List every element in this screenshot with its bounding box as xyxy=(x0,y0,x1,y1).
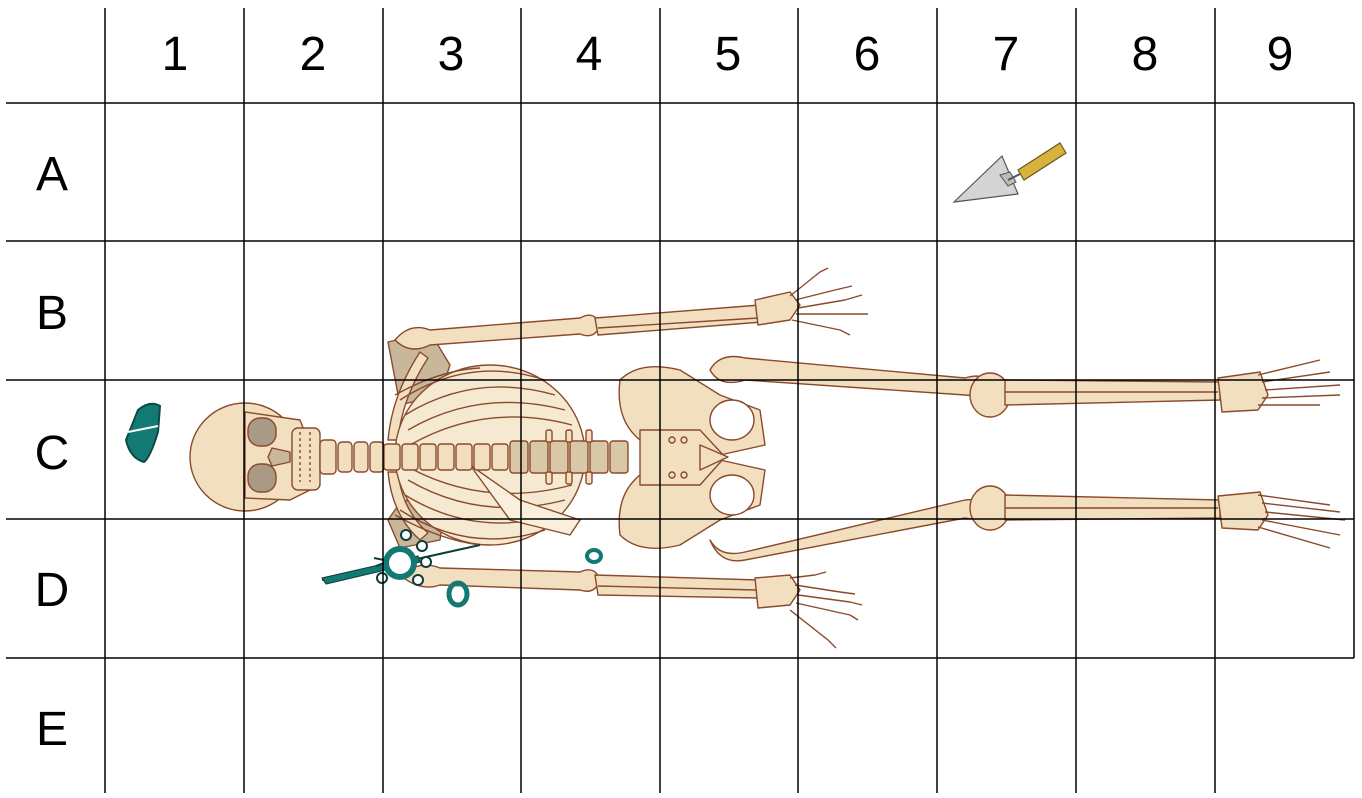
neck-vertebrae xyxy=(320,440,384,474)
row-label: D xyxy=(35,564,70,617)
column-label: 7 xyxy=(993,28,1020,81)
column-label: 1 xyxy=(162,28,189,81)
column-label: 9 xyxy=(1267,28,1294,81)
skull xyxy=(190,403,320,511)
right-arm xyxy=(400,565,862,648)
column-label: 2 xyxy=(300,28,327,81)
skeleton xyxy=(190,268,1345,648)
trowel-icon xyxy=(954,143,1066,202)
row-label: E xyxy=(36,703,68,756)
left-leg xyxy=(710,357,1340,418)
right-leg xyxy=(710,486,1345,561)
column-labels: 1 2 3 4 5 6 7 8 9 xyxy=(162,28,1294,81)
small-ring-icon xyxy=(587,550,601,562)
column-label: 6 xyxy=(854,28,881,81)
pelvis xyxy=(619,367,765,549)
left-arm xyxy=(395,268,868,349)
column-label: 5 xyxy=(715,28,742,81)
column-label: 3 xyxy=(438,28,465,81)
shield-fragment xyxy=(126,404,160,462)
column-label: 4 xyxy=(576,28,603,81)
row-label: A xyxy=(36,148,68,201)
row-labels: A B C D E xyxy=(35,148,70,756)
row-label: C xyxy=(35,427,70,480)
green-shard-icon xyxy=(126,404,160,462)
row-label: B xyxy=(36,287,68,340)
column-label: 8 xyxy=(1132,28,1159,81)
brooch-icon xyxy=(386,549,414,577)
